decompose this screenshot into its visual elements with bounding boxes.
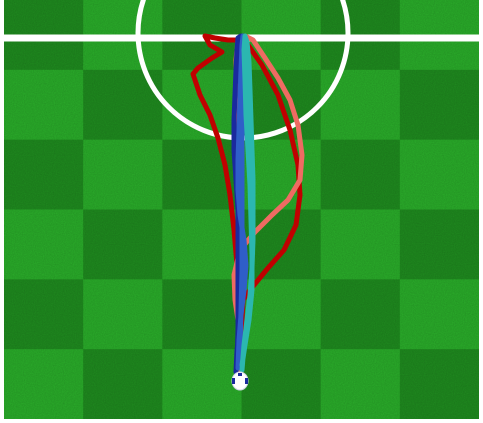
robot [232,372,248,390]
robot-head-marker [238,373,242,376]
robot-right-marker [245,378,248,384]
robot-left-marker [232,378,235,384]
